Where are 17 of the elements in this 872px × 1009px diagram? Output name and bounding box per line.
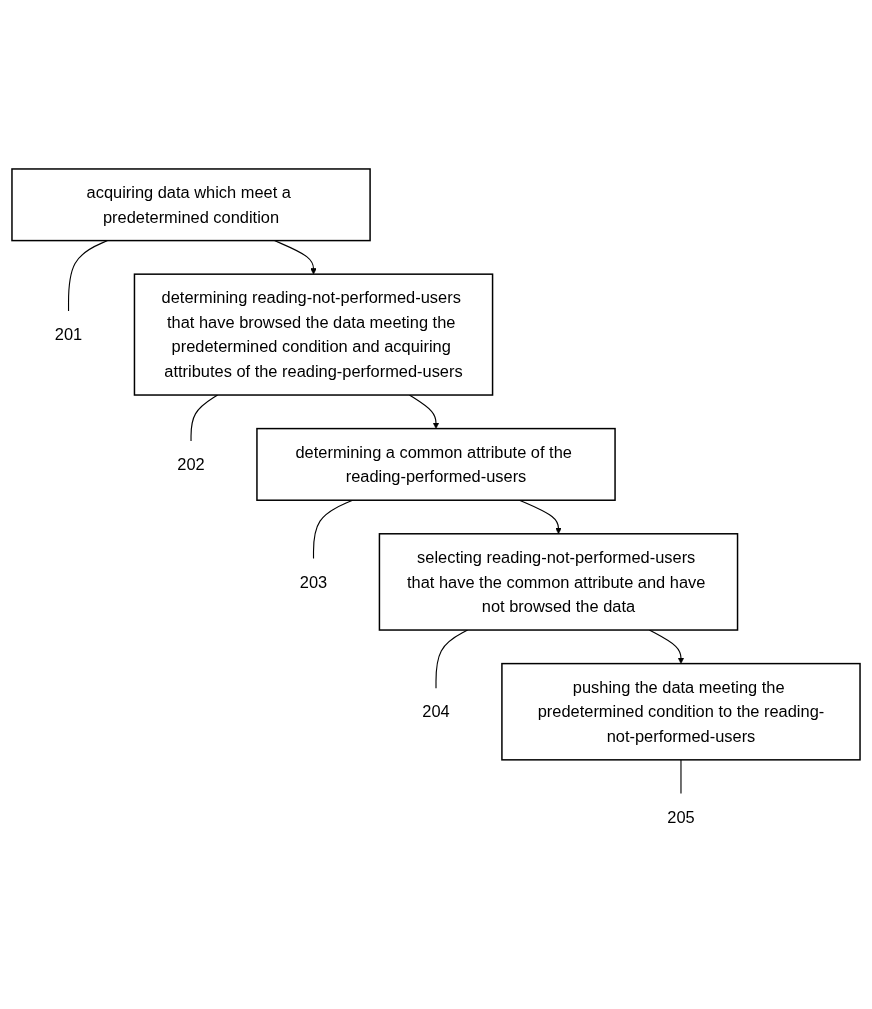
connector [680,759,682,794]
arrow [273,239,317,275]
node-box: pushing the data meeting the predetermined condition to the reading-not-performed-users [501,662,861,761]
node-box: selecting reading-not-performed-users that have the common attribute and have not browsed the data [378,532,739,631]
connector [68,239,109,312]
connector [190,394,219,442]
arrow [408,394,440,429]
node-text: 203 [299,572,328,592]
node-text: 201 [54,325,83,344]
arrow [648,629,685,664]
node-text: 204 [422,702,450,721]
node-text: 205 [667,807,695,827]
connector [435,629,469,689]
node-text: 202 [177,454,205,474]
node-box: acquiring data which meet a predetermined condition [11,168,371,242]
node-box: determining a common attribute of the reading-performed-users [256,427,616,501]
node-box: determining reading-not-performed-users that have browsed the data meeting the predetermined condition and acquiring attributes of the reading-performed-users [133,273,494,396]
